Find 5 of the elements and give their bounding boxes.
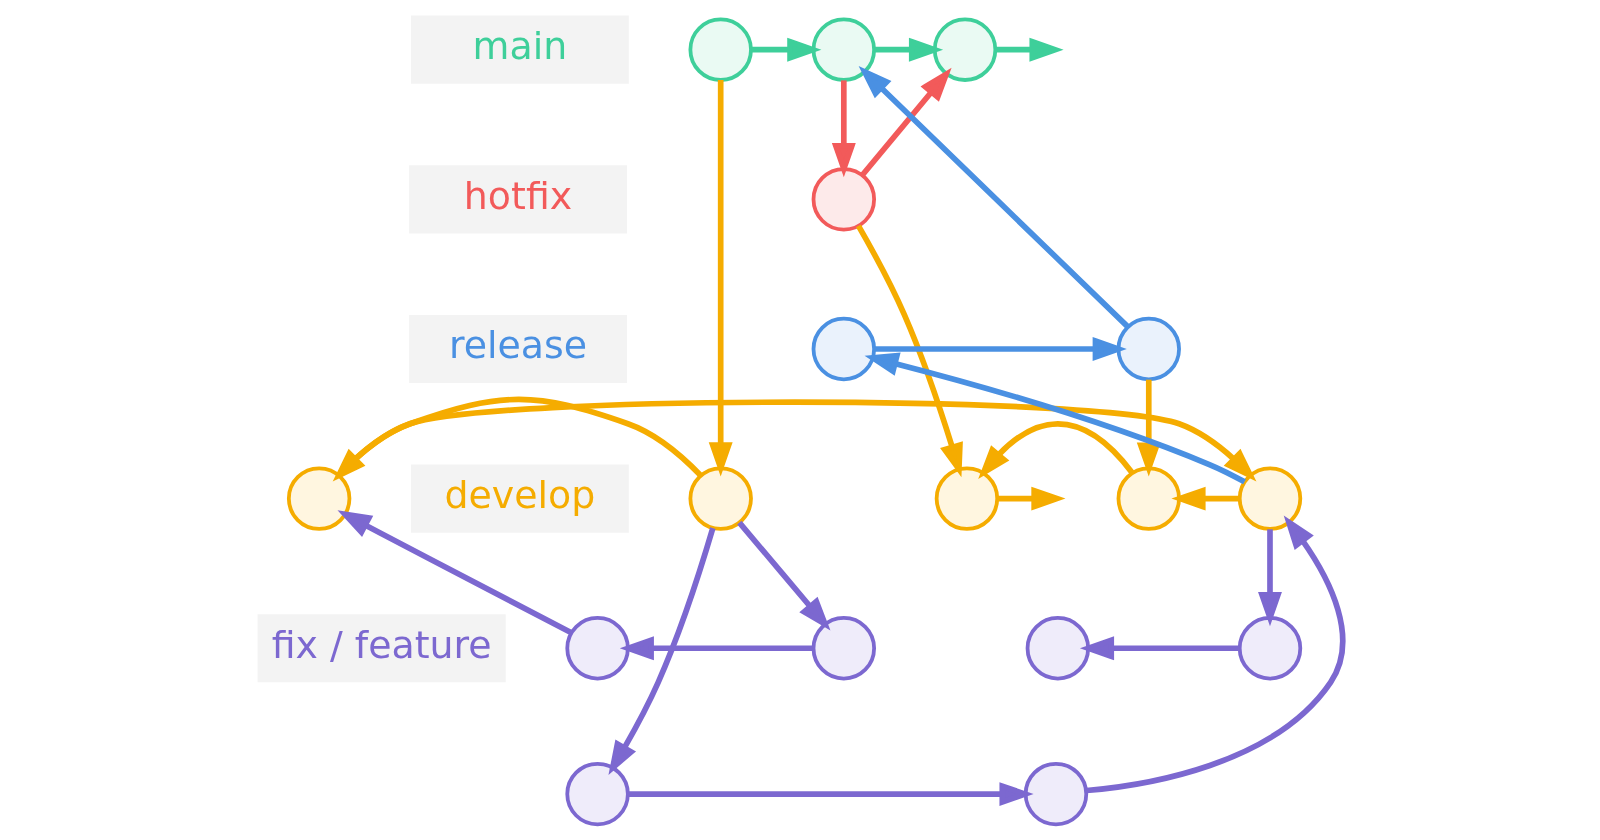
label: release [448, 323, 587, 368]
label: develop [444, 473, 595, 518]
label: main [472, 24, 567, 69]
label: hotfix [463, 173, 572, 218]
label: fix / feature [271, 622, 492, 667]
